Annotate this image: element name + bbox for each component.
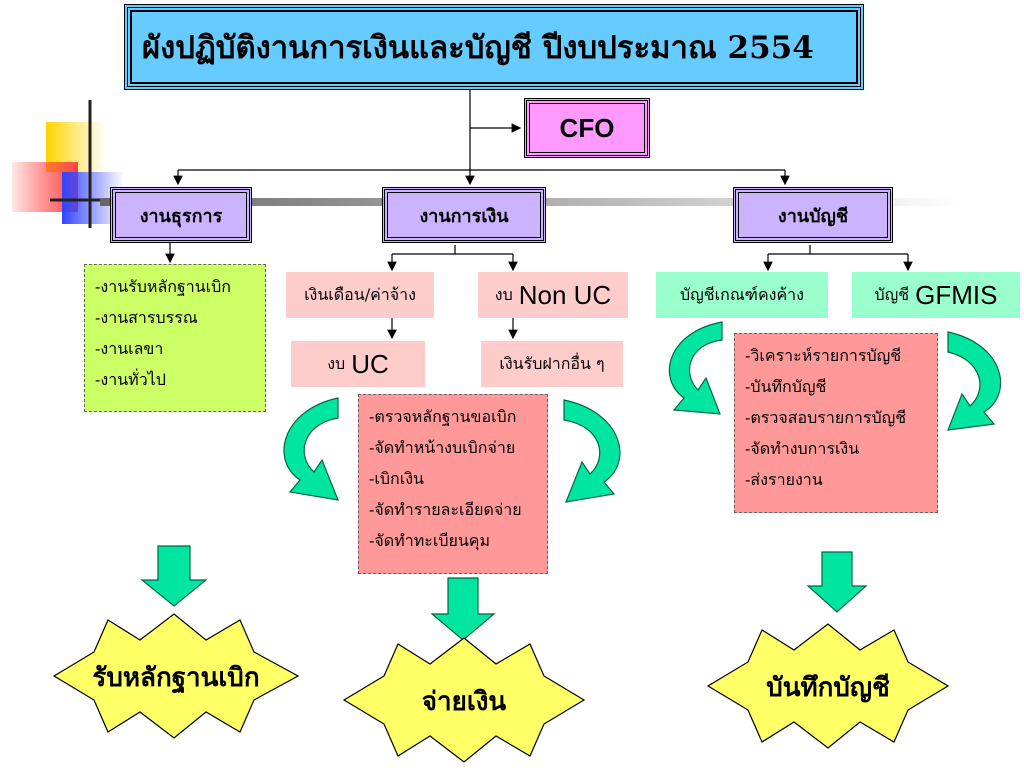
dept-finance-box: งานการเงิน (382, 187, 546, 243)
finance-salary-box: เงินเดือน/ค่าจ้าง (286, 272, 434, 318)
outcome-receive-label: รับหลักฐานเบิก (92, 663, 259, 695)
admin-task: -งานเลขา (95, 339, 164, 358)
admin-task: -งานทั่วไป (95, 370, 166, 389)
page-title: ผังปฏิบัติงานการเงินและบัญชี ปีงบประมาณ … (124, 4, 864, 90)
finance-other-income-box: เงินรับฝากอื่น ๆ (481, 341, 623, 387)
admin-task: -งานสารบรรณ (95, 308, 198, 327)
gfmis-label: GFMIS (915, 279, 998, 310)
non-uc-prefix: งบ (494, 284, 513, 304)
gfmis-prefix: บัญชี (874, 284, 910, 304)
uc-prefix: งบ (327, 353, 346, 373)
burst-record (706, 623, 950, 749)
finance-task: -เบิกเงิน (369, 469, 424, 488)
down-arrow-icon (140, 545, 208, 607)
outcome-record-label: บันทึกบัญชี (766, 673, 889, 703)
burst-pay (342, 637, 586, 763)
finance-task: -ตรวจหลักฐานขอเบิก (369, 407, 517, 426)
admin-task-list: -งานรับหลักฐานเบิก -งานสารบรรณ -งานเลขา … (84, 264, 266, 412)
accounting-task: -วิเคราะห์รายการบัญชี (745, 346, 902, 365)
accounting-task-list: -วิเคราะห์รายการบัญชี -บันทึกบัญชี -ตรวจ… (734, 333, 938, 513)
curved-arrow-icon (668, 321, 723, 415)
admin-task: -งานรับหลักฐานเบิก (95, 277, 231, 296)
dept-admin-box: งานธุรการ (110, 187, 252, 243)
finance-task-list: -ตรวจหลักฐานขอเบิก -จัดทำหน้างบเบิกจ่าย … (358, 394, 548, 574)
curved-arrow-icon (947, 331, 1002, 431)
accounting-task: -ส่งรายงาน (745, 470, 823, 489)
curved-arrow-icon (563, 399, 621, 503)
accounting-gfmis-box: บัญชีGFMIS (852, 272, 1020, 318)
accounting-accrual-box: บัญชีเกณฑ์คงค้าง (656, 272, 828, 318)
curved-arrow-icon (283, 397, 339, 501)
burst-receive (52, 613, 300, 739)
cfo-box: CFO (524, 98, 650, 158)
accounting-task: -บันทึกบัญชี (745, 377, 827, 396)
uc-label: UC (351, 348, 389, 379)
finance-task: -จัดทำรายละเอียดจ่าย (369, 500, 522, 519)
accounting-task: -จัดทำงบการเงิน (745, 439, 860, 458)
finance-task: -จัดทำหน้างบเบิกจ่าย (369, 438, 516, 457)
down-arrow-icon (430, 577, 496, 641)
accounting-task: -ตรวจสอบรายการบัญชี (745, 408, 907, 427)
down-arrow-icon (806, 551, 868, 613)
finance-task: -จัดทำทะเบียนคุม (369, 531, 491, 550)
non-uc-label: Non UC (518, 279, 612, 310)
dept-accounting-box: งานบัญชี (733, 187, 893, 243)
outcome-pay-label: จ่ายเงิน (422, 687, 507, 717)
